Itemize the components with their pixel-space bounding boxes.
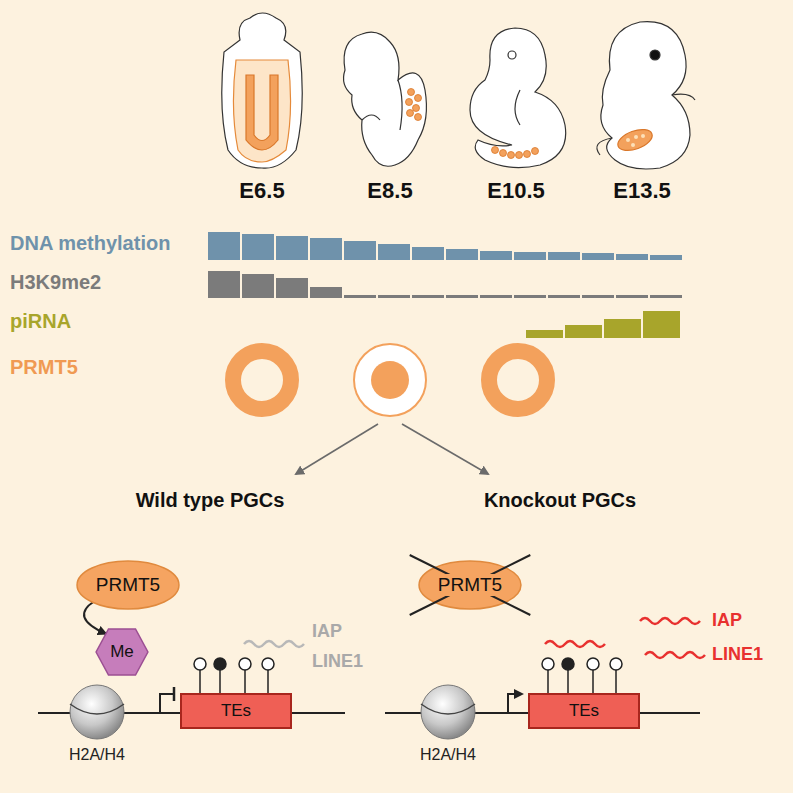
- text-label: H2A/H4: [69, 746, 125, 764]
- enzyme-oval-crossed: PRMT5: [418, 560, 522, 610]
- methyl-hexagon: Me: [95, 628, 149, 676]
- node-text: Me: [110, 642, 134, 662]
- embryo-e6-5: [222, 13, 303, 168]
- text-label: piRNA: [10, 310, 71, 333]
- text-label: E8.5: [367, 178, 412, 203]
- text-label: E13.5: [613, 178, 671, 203]
- level-bars: [208, 232, 682, 338]
- split-arrow: [296, 424, 378, 474]
- split-arrow: [402, 424, 488, 474]
- text-label: Wild type PGCs: [136, 489, 285, 512]
- node-text: TEs: [221, 701, 251, 721]
- te-box: TEs: [180, 693, 292, 729]
- prmt5-localisation: [233, 344, 547, 416]
- embryo-e8-5: [344, 32, 427, 166]
- text-label: PRMT5: [10, 356, 78, 379]
- node-text: PRMT5: [436, 574, 504, 596]
- wild-type-locus: [38, 641, 345, 739]
- enzyme-oval: PRMT5: [76, 560, 180, 610]
- knockout-locus: [385, 618, 705, 739]
- text-label: E10.5: [487, 178, 545, 203]
- embryo-e13-5: [597, 22, 695, 169]
- text-label: DNA methylation: [10, 232, 170, 255]
- node-text: PRMT5: [96, 574, 160, 596]
- text-label: H3K9me2: [10, 271, 101, 294]
- text-label: E6.5: [239, 178, 284, 203]
- text-label: LINE1: [712, 644, 763, 665]
- node-text: TEs: [569, 701, 599, 721]
- text-label: Knockout PGCs: [484, 489, 636, 512]
- text-label: H2A/H4: [420, 746, 476, 764]
- text-label: IAP: [312, 621, 342, 642]
- te-box: TEs: [528, 693, 640, 729]
- text-label: IAP: [712, 610, 742, 631]
- text-label: LINE1: [312, 651, 363, 672]
- embryo-e10-5: [470, 28, 566, 168]
